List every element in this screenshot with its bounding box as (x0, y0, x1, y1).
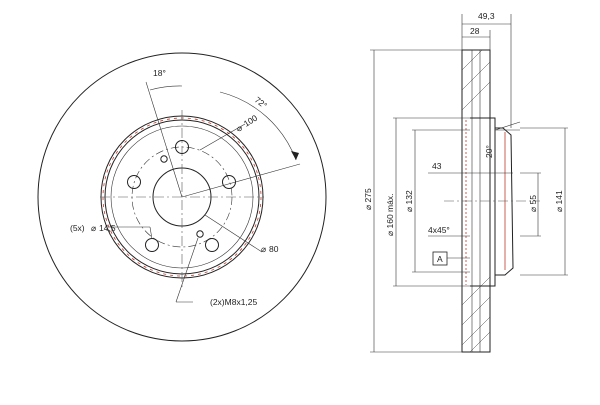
dim-43-label: 43 (432, 161, 442, 171)
pcd-leader (199, 123, 246, 151)
bolt-hole-bottom-left (145, 238, 159, 252)
hole-diameter-label: 14,5 (99, 223, 116, 233)
thickness-49-label: 49,3 (478, 11, 495, 21)
datum-box (432, 251, 448, 266)
front-view: 18° 72° ⌀ 100 (5x) ⌀ 14,5 ⌀ 80 (2x)M8x1,… (37, 52, 327, 342)
bolt-hole-right (222, 175, 236, 189)
diameter-141-label: ⌀ 141 (554, 190, 564, 212)
angle-line-18 (145, 81, 183, 198)
thickness-28-label: 28 (470, 26, 480, 36)
thread-label: (2x)M8x1,25 (210, 297, 258, 307)
bolt-hole-top (175, 140, 189, 154)
chamfer-label: 4x45° (428, 225, 450, 235)
thread-hole-1 (160, 155, 168, 163)
pcd-label: 100 (242, 113, 260, 129)
thread-hole-2 (196, 230, 204, 238)
angle-20-label: 20° (484, 145, 494, 158)
arrow-72 (291, 151, 299, 160)
holes-count-label: (5x) (70, 223, 85, 233)
diameter-55-label: ⌀ 55 (528, 195, 538, 212)
angle-18-label: 18° (153, 68, 166, 78)
angle-arc-18 (149, 85, 183, 91)
diameter-275-label: ⌀ 275 (363, 188, 373, 210)
pcd-diameter-symbol: ⌀ (237, 123, 243, 133)
outer-disc-circle (37, 52, 327, 342)
angle-line-72 (181, 163, 301, 198)
side-view: 49,3 28 ⌀ 275 ⌀ 160 máx. ⌀ 132 43 4x45° … (363, 11, 568, 353)
datum-a-label: A (437, 254, 443, 264)
hat-section (470, 117, 514, 287)
diameter-132-label: ⌀ 132 (404, 190, 414, 212)
bolt-hole-left (127, 175, 141, 189)
bolt-hole-bottom-right (205, 238, 219, 252)
bore-leader (204, 214, 263, 253)
hole-diameter-symbol: ⌀ (91, 223, 97, 233)
diameter-160-label: ⌀ 160 máx. (385, 194, 395, 236)
bore-label: 80 (269, 244, 279, 254)
bore-diameter-symbol: ⌀ (261, 244, 267, 254)
angle-arc-72 (219, 91, 297, 161)
